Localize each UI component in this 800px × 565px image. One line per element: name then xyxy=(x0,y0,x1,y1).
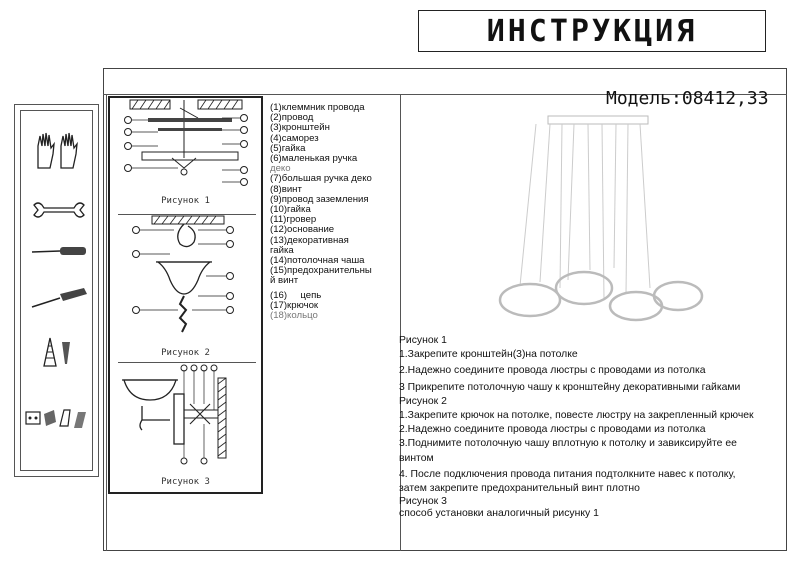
figure-2-divider xyxy=(118,362,256,363)
parts-item: (2)провод xyxy=(270,112,314,124)
instructions-heading-fig1: Рисунок 1 xyxy=(399,335,447,346)
instruction-step: 2.Надежно соедините провода люстры с про… xyxy=(399,365,706,377)
figure-1-diagram xyxy=(124,99,248,186)
parts-item: (8)винт xyxy=(270,183,302,195)
page-title: ИНСТРУКЦИЯ xyxy=(486,13,698,49)
screwdriver-icon xyxy=(31,288,87,308)
figure-3-diagram xyxy=(122,364,227,465)
instruction-step: 3.Поднимите потолочную чашу вплотную к п… xyxy=(399,438,737,450)
parts-item: (1)клеммник провода xyxy=(270,102,365,113)
parts-item: (15)предохранительны xyxy=(270,265,372,277)
title-box: ИНСТРУКЦИЯ xyxy=(418,10,766,52)
instruction-step: 2.Надежно соедините провода люстры с про… xyxy=(399,424,706,436)
parts-item: (9)провод заземления xyxy=(270,193,369,205)
figure-1-caption: Рисунок 1 xyxy=(161,196,210,206)
figure-3-caption: Рисунок 3 xyxy=(161,477,210,487)
instructions-heading-fig2: Рисунок 2 xyxy=(399,395,447,407)
instruction-step: способ установки аналогичный рисунку 1 xyxy=(399,508,599,520)
frame-divider-top xyxy=(103,94,787,95)
figure-2-diagram xyxy=(132,215,234,333)
parts-item: (16) цепь xyxy=(270,289,322,301)
instruction-step: затем закрепите предохранительный винт п… xyxy=(399,483,640,495)
parts-item: (17)крючок xyxy=(270,299,319,311)
wall-anchor-icon xyxy=(43,337,70,367)
figure-2-caption: Рисунок 2 xyxy=(161,348,210,358)
instruction-step: 3 Прикрепите потолочную чашу к кронштейн… xyxy=(399,381,741,393)
frame-divider-left xyxy=(106,94,107,551)
parts-item: й винт xyxy=(270,275,299,287)
parts-item: гайка xyxy=(270,244,294,256)
figure-1-divider xyxy=(118,214,256,215)
wire-connectors-icon xyxy=(25,409,86,428)
parts-item: (4)саморез xyxy=(270,132,319,144)
parts-item: (12)основание xyxy=(270,224,335,236)
figures-panel xyxy=(108,96,263,494)
parts-item: (3)кронштейн xyxy=(270,122,330,134)
parts-item: (10)гайка xyxy=(270,204,311,216)
instruction-step: 1.Закрепите крючок на потолке, повесте л… xyxy=(399,410,754,422)
instructions-text: Рисунок 1 1.Закрепите кронштейн(3)на пот… xyxy=(399,334,784,520)
tools-panel xyxy=(20,110,93,471)
parts-item: (18)кольцо xyxy=(270,310,318,322)
parts-list: (1)клеммник провода (2)провод (3)кронште… xyxy=(270,102,398,322)
main-frame xyxy=(103,68,787,551)
parts-item: (13)декоративная xyxy=(270,234,349,246)
instructions-heading-fig3: Рисунок 3 xyxy=(399,496,447,508)
model-number: Модель:08412,33 xyxy=(606,88,769,109)
parts-item: (6)маленькая ручка xyxy=(270,153,358,165)
instruction-step: 1.Закрепите кронштейн(3)на потолке xyxy=(399,349,578,361)
parts-item: (14)потолочная чаша xyxy=(270,255,365,267)
parts-item: деко xyxy=(270,163,291,175)
gloves-icon xyxy=(37,132,78,169)
tools-panel-outer xyxy=(14,104,99,477)
parts-item: (7)большая ручка деко xyxy=(270,173,372,185)
parts-item: (5)гайка xyxy=(270,142,306,154)
instruction-step: винтом xyxy=(399,452,434,464)
wrench-icon xyxy=(33,202,85,218)
parts-item: (11)гровер xyxy=(270,214,317,226)
frame-divider-middle xyxy=(400,94,401,551)
instruction-step: 4. После подключения провода питания под… xyxy=(399,468,736,480)
chandelier-illustration xyxy=(498,115,704,322)
screwdriver-icon xyxy=(31,247,86,255)
